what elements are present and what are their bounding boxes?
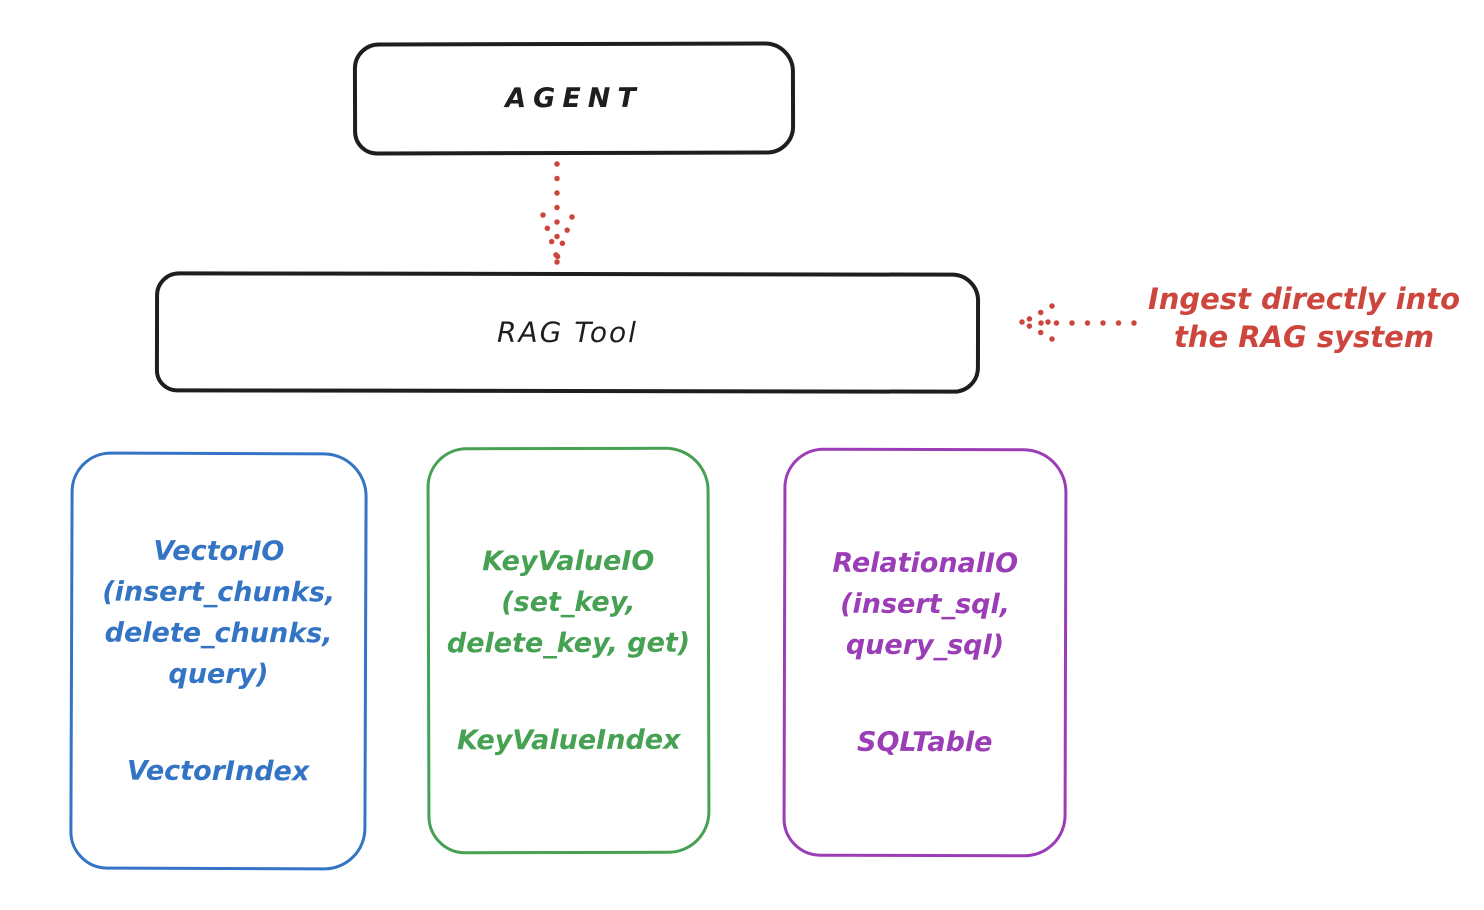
arrow-annotation-to-rag-tool xyxy=(1019,303,1137,342)
keyvalue-io-node: KeyValueIO (set_key, delete_key, get) Ke… xyxy=(426,446,711,855)
vector-io-methods: VectorIO (insert_chunks, delete_chunks, … xyxy=(102,535,336,690)
rag-tool-node: RAG Tool xyxy=(154,271,981,394)
vector-io-node: VectorIO (insert_chunks, delete_chunks, … xyxy=(69,451,368,871)
keyvalue-index-label: KeyValueIndex xyxy=(456,724,681,756)
relational-io-methods: RelationalIO (insert_sql, query_sql) xyxy=(832,547,1019,661)
keyvalue-io-methods: KeyValueIO (set_key, delete_key, get) xyxy=(446,545,691,659)
relational-io-node: RelationalIO (insert_sql, query_sql) SQL… xyxy=(782,447,1068,858)
sql-table-label: SQLTable xyxy=(856,726,993,758)
agent-node: AGENT xyxy=(352,41,796,156)
rag-tool-node-label: RAG Tool xyxy=(497,315,638,350)
arrow-agent-to-rag-tool xyxy=(540,161,575,265)
vector-index-label: VectorIndex xyxy=(126,755,310,787)
ingest-annotation: Ingest directly into the RAG system xyxy=(1147,282,1461,354)
agent-node-label: AGENT xyxy=(505,82,643,115)
